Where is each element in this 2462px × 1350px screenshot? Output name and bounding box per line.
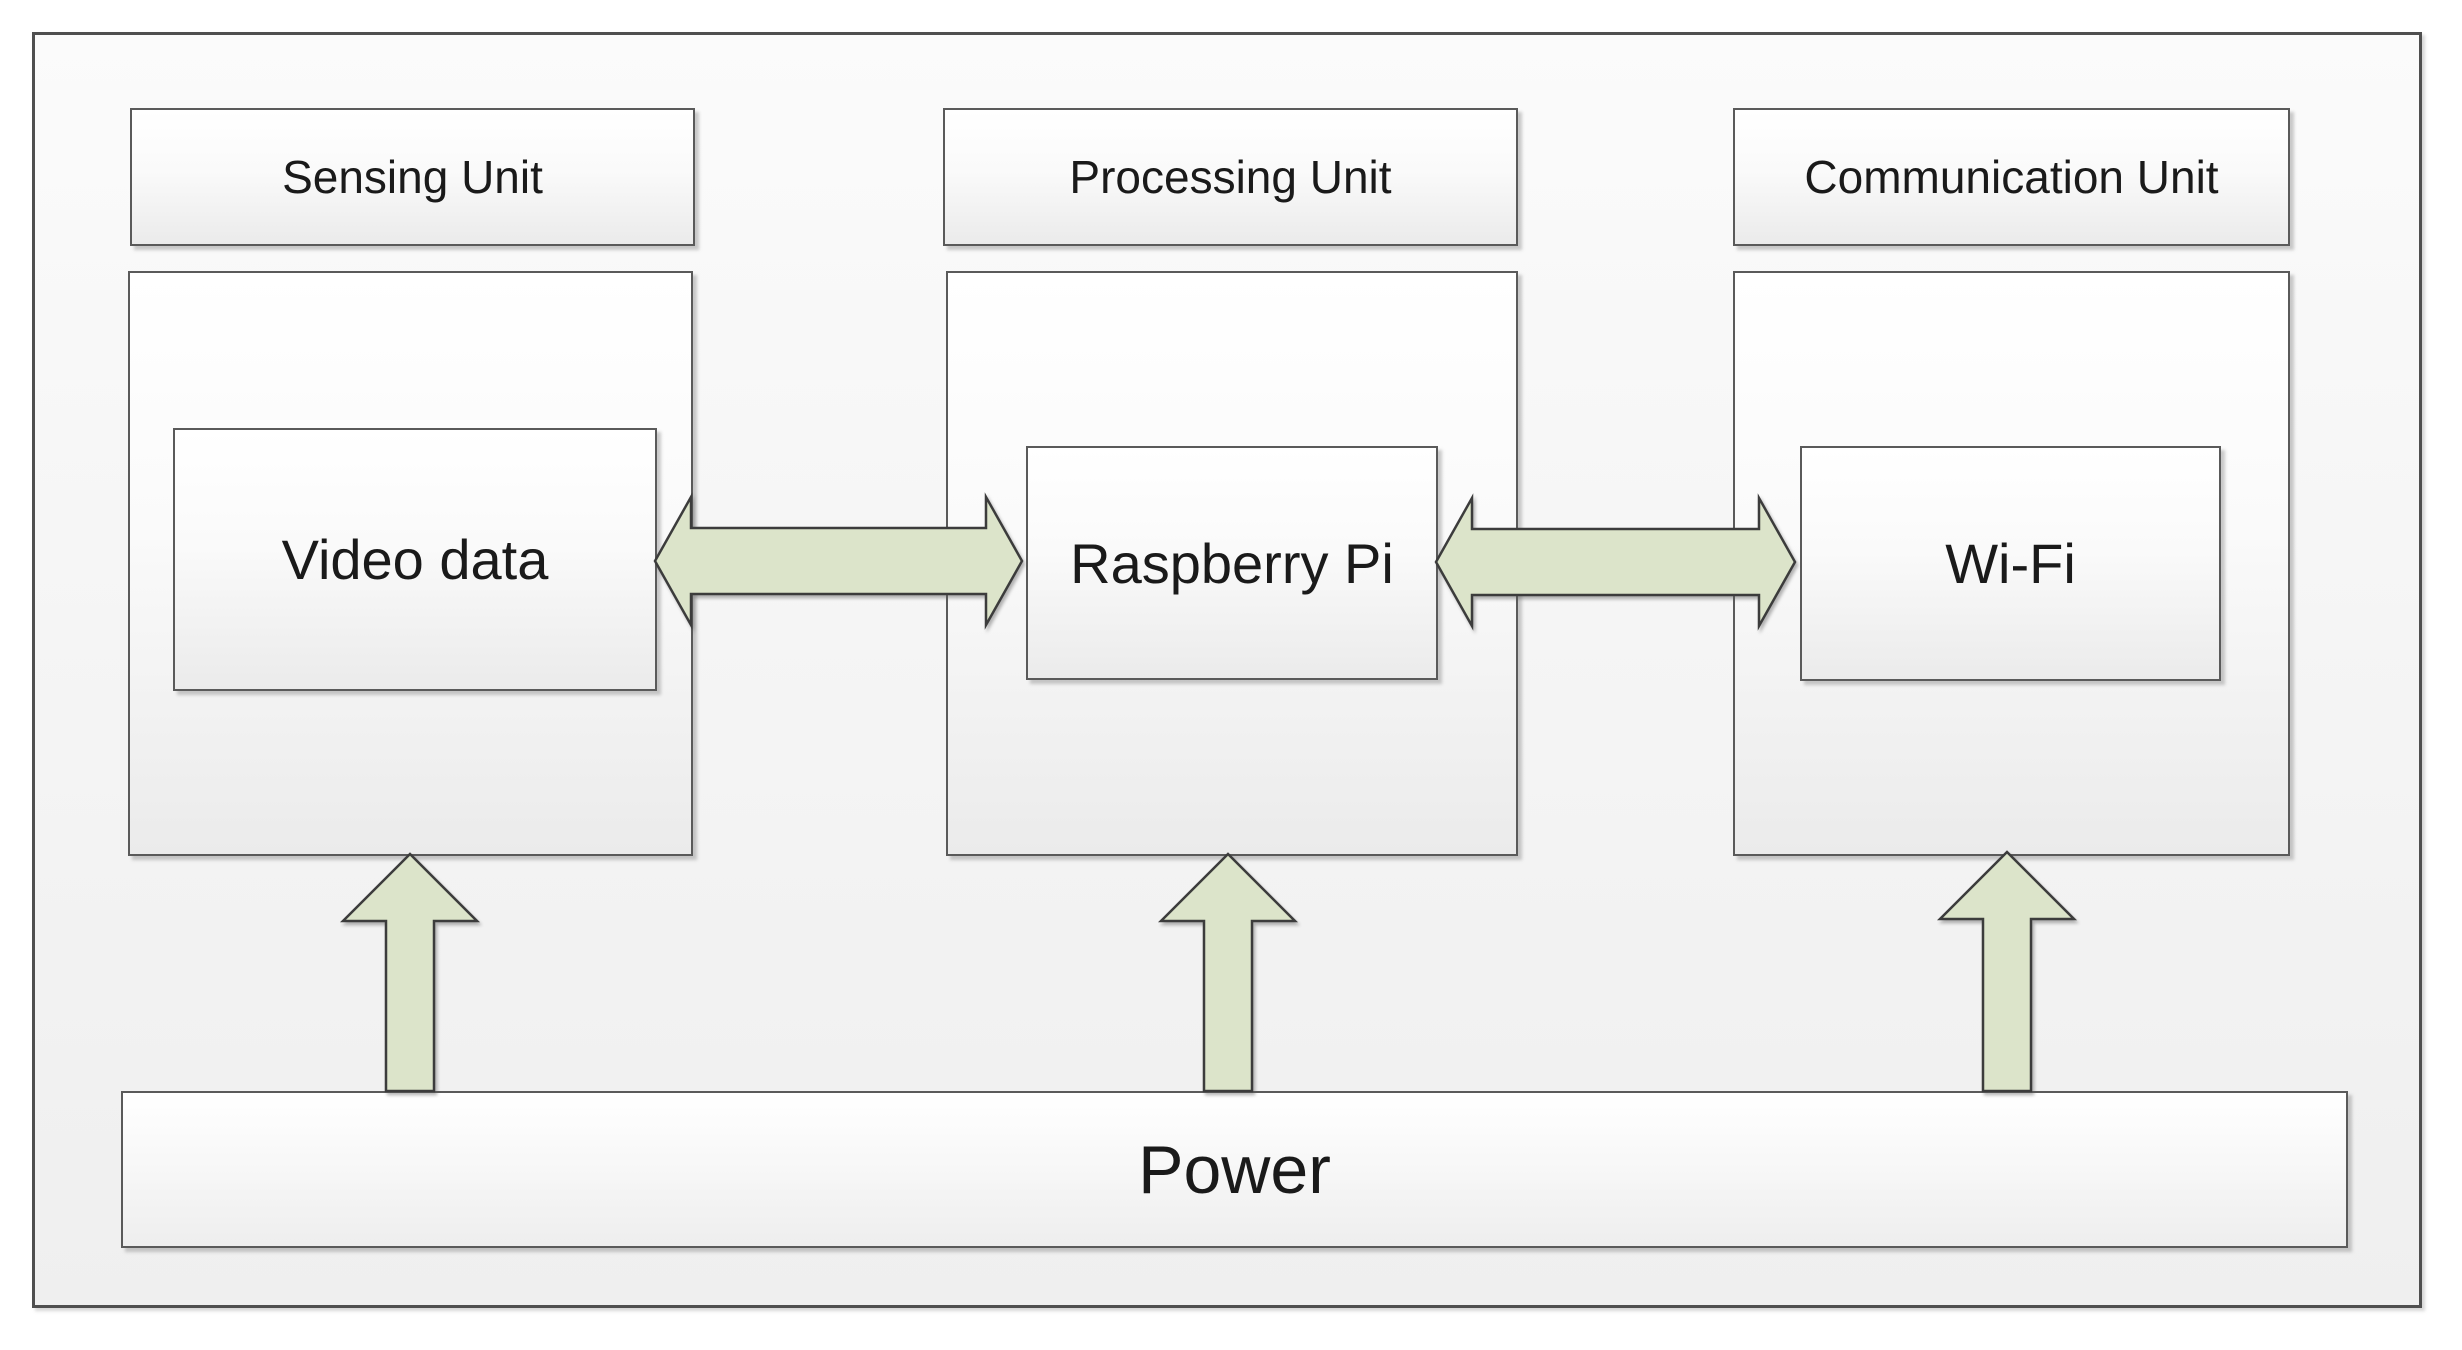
video-data-label: Video data bbox=[281, 528, 549, 591]
wifi-box: Wi-Fi bbox=[1800, 446, 2221, 681]
sensing-unit-label: Sensing Unit bbox=[282, 151, 543, 203]
sensing-unit-header-box: Sensing Unit bbox=[130, 108, 695, 246]
communication-unit-header-box: Communication Unit bbox=[1733, 108, 2290, 246]
communication-unit-label: Communication Unit bbox=[1804, 151, 2219, 203]
processing-unit-label: Processing Unit bbox=[1069, 151, 1392, 203]
wifi-label: Wi-Fi bbox=[1945, 532, 2076, 595]
power-box: Power bbox=[121, 1091, 2348, 1248]
power-label: Power bbox=[1138, 1131, 1331, 1208]
raspberry-pi-box: Raspberry Pi bbox=[1026, 446, 1438, 680]
outer-frame: Sensing Unit Processing Unit Communicati… bbox=[32, 32, 2422, 1308]
video-data-box: Video data bbox=[173, 428, 657, 691]
processing-unit-header-box: Processing Unit bbox=[943, 108, 1518, 246]
raspberry-pi-label: Raspberry Pi bbox=[1070, 531, 1394, 595]
